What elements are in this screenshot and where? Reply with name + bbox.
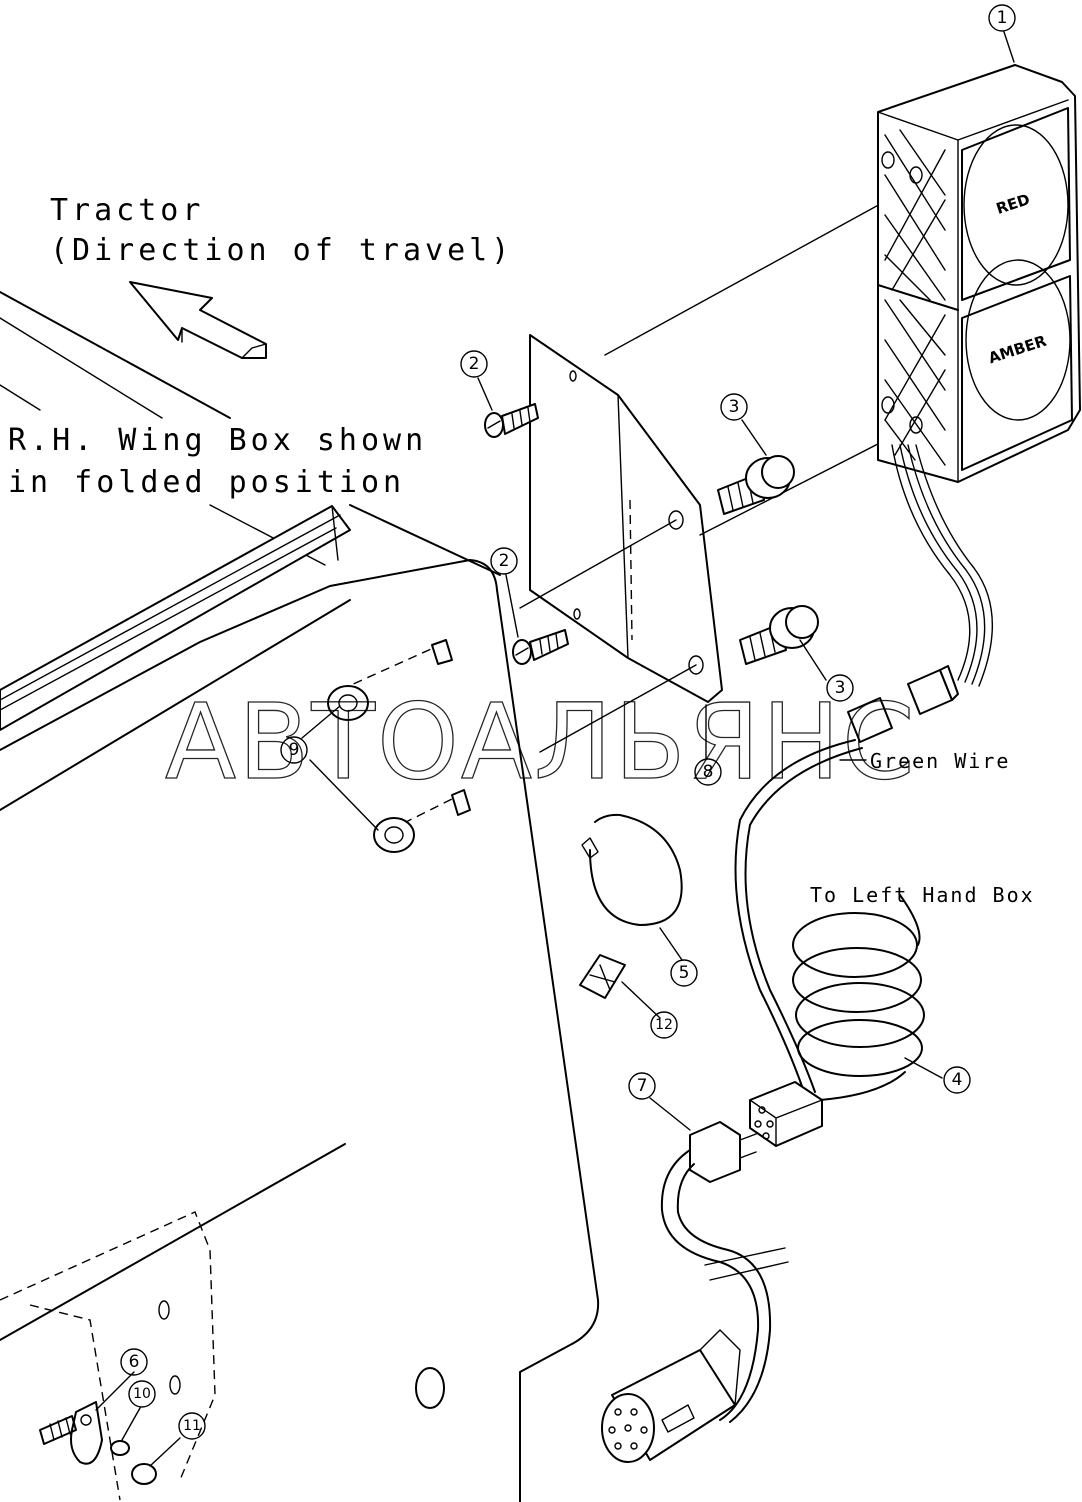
callout-8: 8: [694, 758, 722, 786]
wingbox-note-line1: R.H. Wing Box shown: [8, 423, 427, 458]
bolt-lower: [739, 605, 819, 665]
callout-2-upper: 2: [460, 350, 488, 378]
callout-leaders: [95, 31, 1015, 1467]
callout-5: 5: [670, 959, 698, 987]
callout-1-label: 1: [997, 8, 1008, 28]
callout-8-label: 8: [703, 762, 714, 782]
callout-3-upper: 3: [720, 393, 748, 421]
tractor-note: Tractor: [50, 193, 204, 228]
cable-clip-hardware: [39, 1401, 157, 1485]
callout-3-upper-label: 3: [729, 397, 740, 417]
callout-11-label: 11: [183, 1418, 201, 1434]
callout-9-label: 9: [289, 740, 300, 760]
callout-2-upper-label: 2: [469, 354, 480, 374]
callout-7-label: 7: [637, 1076, 648, 1096]
callout-3-lower: 3: [826, 674, 854, 702]
callout-10-label: 10: [133, 1386, 151, 1402]
direction-arrow: [129, 281, 267, 359]
screw-upper: [484, 403, 539, 438]
direction-note: (Direction of travel): [50, 233, 513, 268]
wiring-harness: [734, 739, 925, 1147]
lamp-red-lens: RED: [961, 107, 1071, 301]
callout-11: 11: [178, 1412, 206, 1440]
cable-tie: [581, 813, 683, 926]
callout-2-lower: 2: [490, 547, 518, 575]
wing-box: [0, 504, 600, 1502]
callout-5-label: 5: [679, 963, 690, 983]
callout-3-lower-label: 3: [835, 678, 846, 698]
left-box-note: To Left Hand Box: [810, 883, 1035, 907]
tie-mount: [579, 954, 626, 999]
lamp-wires: [847, 444, 993, 743]
callout-10: 10: [128, 1380, 156, 1408]
wingbox-note-line2: in folded position: [8, 465, 405, 500]
callout-9: 9: [280, 736, 308, 764]
callout-6-label: 6: [129, 1352, 140, 1372]
lamp-amber-lens: AMBER: [961, 259, 1073, 471]
watermark: АВТОАЛЬЯНС: [165, 681, 917, 803]
tail-lamp: RED AMBER: [877, 64, 1081, 483]
callout-7: 7: [628, 1072, 656, 1100]
callout-6: 6: [120, 1348, 148, 1376]
nut-lower: [373, 789, 471, 853]
callout-12: 12: [650, 1011, 678, 1039]
green-wire-note: Green Wire: [870, 749, 1010, 773]
screw-lower: [512, 629, 569, 665]
mounting-bracket: [529, 334, 723, 703]
bolt-upper: [717, 455, 795, 515]
callout-1: 1: [988, 4, 1016, 32]
nut-upper: [327, 639, 453, 721]
plug-cable: [601, 1121, 789, 1463]
callout-4-label: 4: [952, 1070, 963, 1090]
callout-12-label: 12: [655, 1017, 673, 1033]
callout-4: 4: [943, 1066, 971, 1094]
callout-2-lower-label: 2: [499, 551, 510, 571]
